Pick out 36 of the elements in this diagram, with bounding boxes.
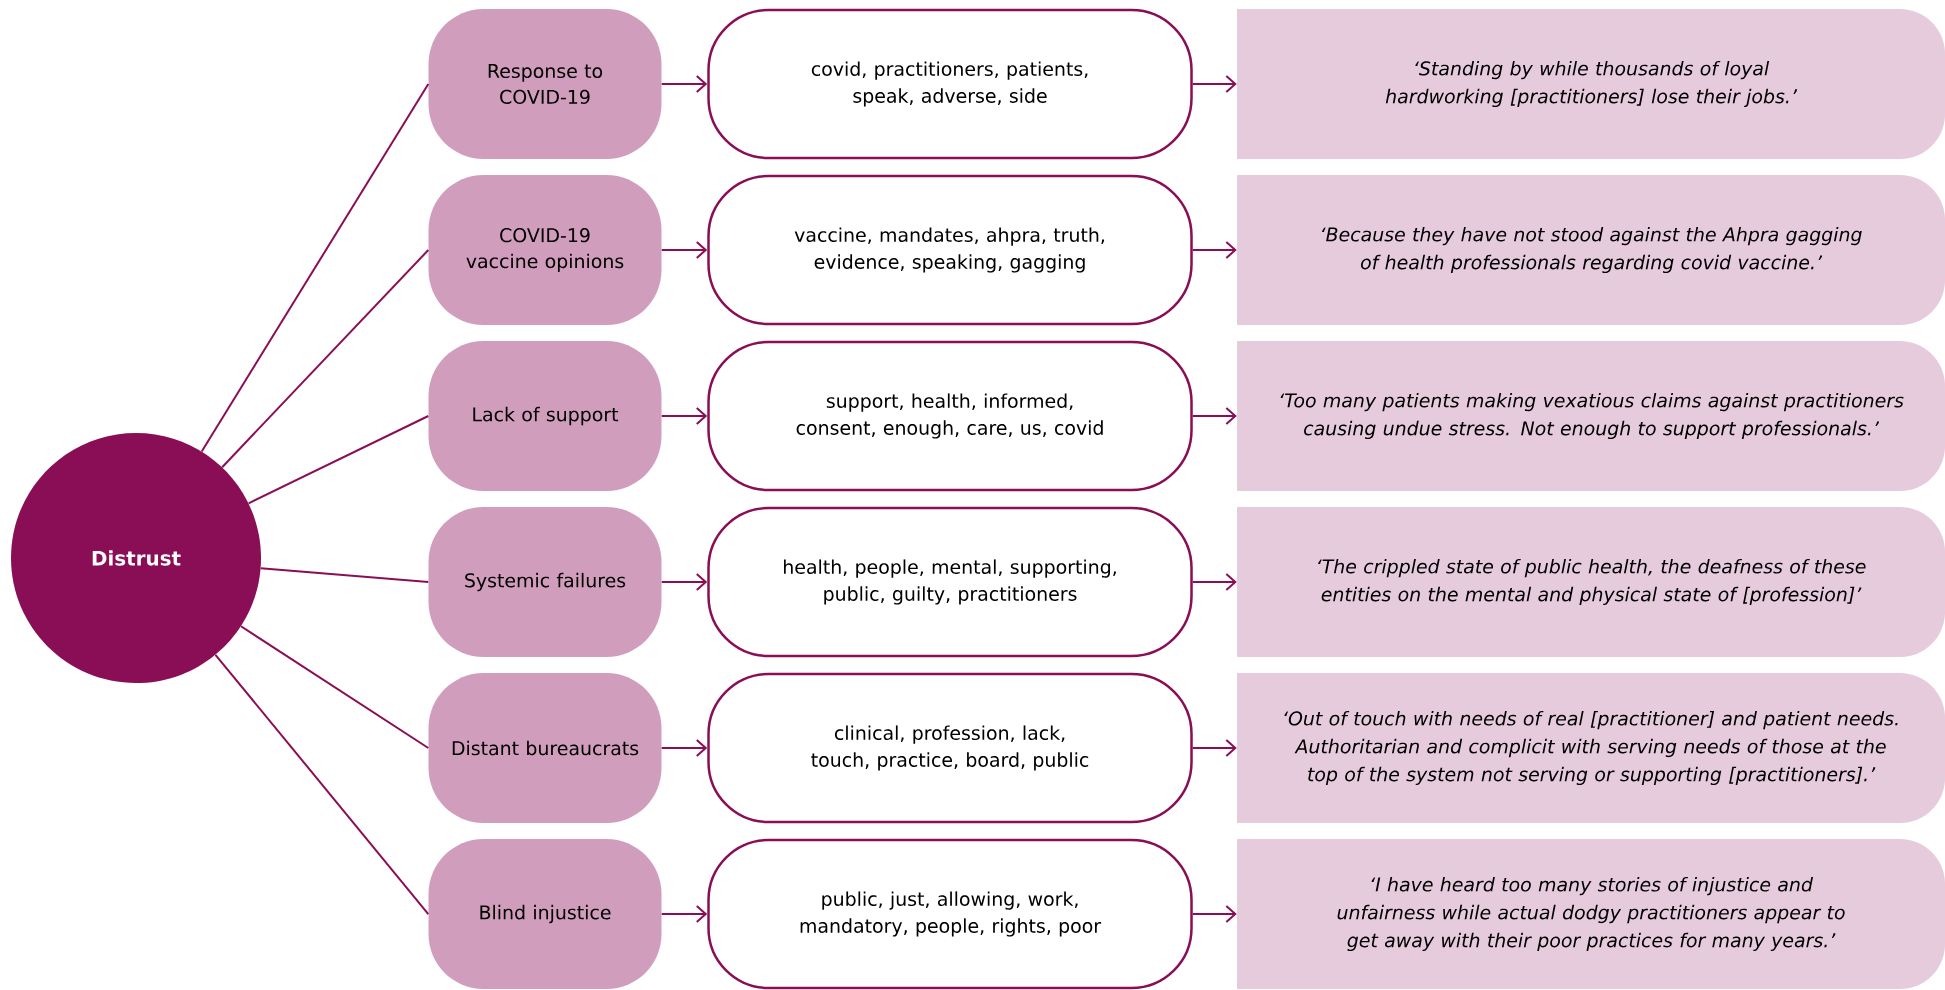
quote-box: ‘The crippled state of public health, the deafness of these entities on the mental and physical state of [profession]’ [1237,507,1945,657]
keyword-box: health, people, mental, supporting, public, guilty, practitioners [707,506,1193,658]
arrow [1191,75,1237,93]
arrow [660,75,708,93]
keyword-box: covid, practitioners, patients, speak, adverse, side [707,8,1193,160]
theme-box: Blind injustice [428,839,662,989]
arrow [1191,573,1237,591]
keyword-box: clinical, profession, lack, touch, practice, board, public [707,672,1193,824]
arrow [1191,407,1237,425]
quote-box: ‘I have heard too many stories of injustice and unfairness while actual dodgy practitioners appear to get away with their poor practices for many years.’ [1237,839,1945,989]
arrow [660,905,708,923]
connector-line [239,625,430,749]
quote-box: ‘Out of touch with needs of real [practitioner] and patient needs. Authoritarian and complicit with serving needs of those at the top of the system not serving or supporting [practitioners].’ [1237,673,1945,823]
quote-box: ‘Too many patients making vexatious claims against practitioners causing undue stress. Not enough to support professionals.’ [1237,341,1945,491]
theme-box: COVID-19 vaccine opinions [428,175,662,325]
quote-box: ‘Because they have not stood against the Ahpra gagging of health professionals regarding covid vaccine.’ [1237,175,1945,325]
quote-box: ‘Standing by while thousands of loyal hardworking [practitioners] lose their jobs.’ [1237,9,1945,159]
arrow [660,573,708,591]
theme-box: Distant bureaucrats [428,673,662,823]
arrow [660,739,708,757]
connector-line [200,83,430,453]
arrow [1191,241,1237,259]
connector-line [214,653,430,915]
keyword-box: support, health, informed, consent, enough, care, us, covid [707,340,1193,492]
theme-box: Systemic failures [428,507,662,657]
theme-box: Response to COVID-19 [428,9,662,159]
arrow [1191,739,1237,757]
connector-line [247,415,430,505]
theme-box: Lack of support [428,341,662,491]
connector-line [221,249,430,469]
arrow [660,241,708,259]
arrow [1191,905,1237,923]
connector-line [259,567,430,583]
keyword-box: vaccine, mandates, ahpra, truth, evidence, speaking, gagging [707,174,1193,326]
keyword-box: public, just, allowing, work, mandatory, people, rights, poor [707,838,1193,990]
arrow [660,407,708,425]
